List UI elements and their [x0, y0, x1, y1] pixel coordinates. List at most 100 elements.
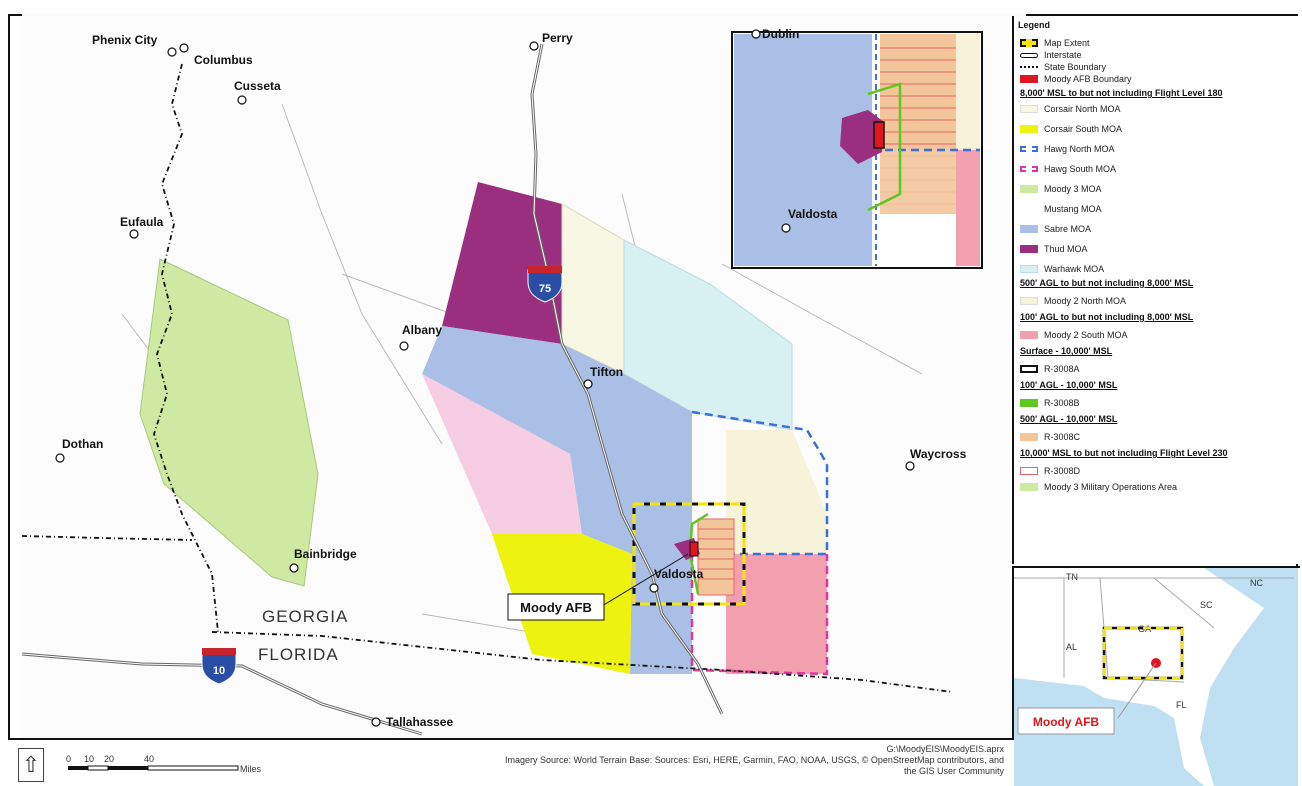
legend-heading-6: 500' AGL - 10,000' MSL: [1020, 414, 1118, 424]
legend-item-interstate: Interstate: [1020, 48, 1082, 62]
i10-shield: 10: [201, 648, 237, 685]
legend-item-mustang: Mustang MOA: [1020, 202, 1102, 216]
locator-sc: SC: [1200, 600, 1213, 610]
locator-moody-afb: Moody AFB: [1033, 715, 1100, 729]
legend-heading-1: 8,000' MSL to but not including Flight L…: [1020, 88, 1223, 98]
legend-item-corsair-north: Corsair North MOA: [1020, 102, 1121, 116]
city-valdosta: Valdosta: [649, 567, 704, 593]
thud-moa-area: [442, 182, 562, 344]
inset-zoom-map: Valdosta Dublin: [731, 27, 983, 269]
legend-item-map-extent: Map Extent: [1020, 36, 1090, 50]
moody3-moa-area: [139, 258, 319, 587]
legend-item-corsair-south: Corsair South MOA: [1020, 122, 1122, 136]
map-footer: ⇧ 0 10 20 40 Miles G:\MoodyEIS\MoodyEIS.…: [8, 738, 1014, 786]
legend-item-r3008b: R-3008B: [1020, 396, 1080, 410]
city-label: Waycross: [910, 447, 967, 461]
state-boundary-al-fl: [21, 535, 193, 541]
i75-shield: 75: [527, 266, 563, 303]
city-phenix-city: Phenix City: [92, 33, 177, 57]
locator-al: AL: [1066, 642, 1077, 652]
scale-label-10: 10: [84, 754, 95, 764]
legend-heading-5: 100' AGL - 10,000' MSL: [1020, 380, 1118, 390]
source-line-1: Imagery Source: World Terrain Base: Sour…: [505, 755, 1004, 765]
hawg-south-boundary: [690, 554, 829, 676]
main-map: 75 10 Phenix City Columbus Cusseta Perry…: [21, 14, 1026, 738]
city-eufaula: Eufaula: [120, 215, 164, 239]
source-path: G:\MoodyEIS\MoodyEIS.aprx: [886, 744, 1004, 754]
legend-item-hawg-north: Hawg North MOA: [1020, 142, 1115, 156]
scale-label-40: 40: [144, 754, 155, 764]
city-label: Albany: [402, 323, 442, 337]
legend-heading-2: 500' AGL to but not including 8,000' MSL: [1020, 278, 1194, 288]
city-label: Phenix City: [92, 33, 158, 47]
city-perry: Perry: [529, 31, 573, 51]
city-tallahassee: Tallahassee: [371, 715, 453, 729]
legend-item-sabre: Sabre MOA: [1020, 222, 1091, 236]
north-arrow-icon: ⇧: [18, 748, 44, 782]
inset-valdosta-label: Valdosta: [788, 207, 838, 221]
city-albany: Albany: [399, 323, 442, 351]
legend-item-hawg-south: Hawg South MOA: [1020, 162, 1116, 176]
r3008c-area: [697, 518, 735, 596]
legend-item-state-boundary: State Boundary: [1020, 60, 1106, 74]
city-dothan: Dothan: [55, 437, 103, 463]
city-label: Columbus: [194, 53, 253, 67]
r3008c-hatch: [698, 528, 734, 580]
legend-item-moody2-north: Moody 2 North MOA: [1020, 294, 1126, 308]
legend-item-thud: Thud MOA: [1020, 242, 1088, 256]
source-line-2: the GIS User Community: [903, 766, 1004, 776]
locator-fl: FL: [1176, 700, 1187, 710]
locator-nc: NC: [1250, 578, 1263, 588]
scale-label-20: 20: [104, 754, 115, 764]
i10-label: 10: [213, 665, 225, 677]
city-label: Perry: [542, 31, 573, 45]
city-label: Valdosta: [654, 567, 704, 581]
moody-afb-callout-box: [507, 593, 605, 621]
state-boundary-ga-fl: [211, 631, 953, 693]
legend-item-warhawk: Warhawk MOA: [1020, 262, 1104, 276]
legend-item-r3008a: R-3008A: [1020, 362, 1080, 376]
city-tifton: Tifton: [583, 365, 623, 389]
legend-item-moody2-south: Moody 2 South MOA: [1020, 328, 1128, 342]
legend-heading-3: 100' AGL to but not including 8,000' MSL: [1020, 312, 1194, 322]
city-columbus: Columbus: [179, 43, 253, 67]
city-label: Tifton: [590, 365, 623, 379]
scale-label-0: 0: [66, 754, 72, 764]
moody2-north-moa-area: [726, 430, 827, 554]
legend-item-moody3-moa: Moody 3 Military Operations Area: [1020, 480, 1177, 494]
moody-afb-boundary: [689, 541, 699, 557]
city-label: Dothan: [62, 437, 103, 451]
moody2-south-moa-area: [726, 554, 827, 674]
locator-map: TN NC SC AL GA FL Moody AFB: [1012, 566, 1300, 786]
pink-moa-area: [422, 374, 582, 534]
legend-item-r3008c: R-3008C: [1020, 430, 1080, 444]
legend-heading-7: 10,000' MSL to but not including Flight …: [1020, 448, 1228, 458]
scale-unit: Miles: [240, 764, 262, 774]
city-cusseta: Cusseta: [234, 79, 281, 105]
legend-item-moody-afb-boundary: Moody AFB Boundary: [1020, 72, 1132, 86]
state-label-georgia: GEORGIA: [262, 607, 348, 626]
city-waycross: Waycross: [905, 447, 967, 471]
state-boundary-al-ga: [153, 63, 219, 633]
locator-svg: TN NC SC AL GA FL Moody AFB: [1014, 568, 1298, 786]
title-strip: [0, 0, 1302, 16]
state-label-florida: FLORIDA: [258, 645, 339, 664]
city-bainbridge: Bainbridge: [289, 547, 357, 573]
legend-item-r3008d: R-3008D: [1020, 464, 1080, 478]
city-label: Tallahassee: [386, 715, 453, 729]
legend-heading-4: Surface - 10,000' MSL: [1020, 346, 1113, 356]
moody-afb-callout: Moody AFB: [520, 600, 592, 615]
legend-panel: Legend Map Extent Interstate State Bound…: [1012, 16, 1300, 564]
map-source-credits: G:\MoodyEIS\MoodyEIS.aprx Imagery Source…: [284, 744, 1004, 777]
legend-title: Legend: [1018, 20, 1051, 30]
locator-tn: TN: [1066, 572, 1078, 582]
city-label: Cusseta: [234, 79, 281, 93]
sabre-moa-area: [422, 326, 692, 674]
i75-label: 75: [539, 283, 551, 295]
city-label: Bainbridge: [294, 547, 357, 561]
hawg-north-boundary: [691, 410, 829, 556]
scale-bar: [68, 765, 239, 771]
callout-leader: [601, 553, 689, 607]
city-label: Eufaula: [120, 215, 164, 229]
legend-item-moody3: Moody 3 MOA: [1020, 182, 1102, 196]
